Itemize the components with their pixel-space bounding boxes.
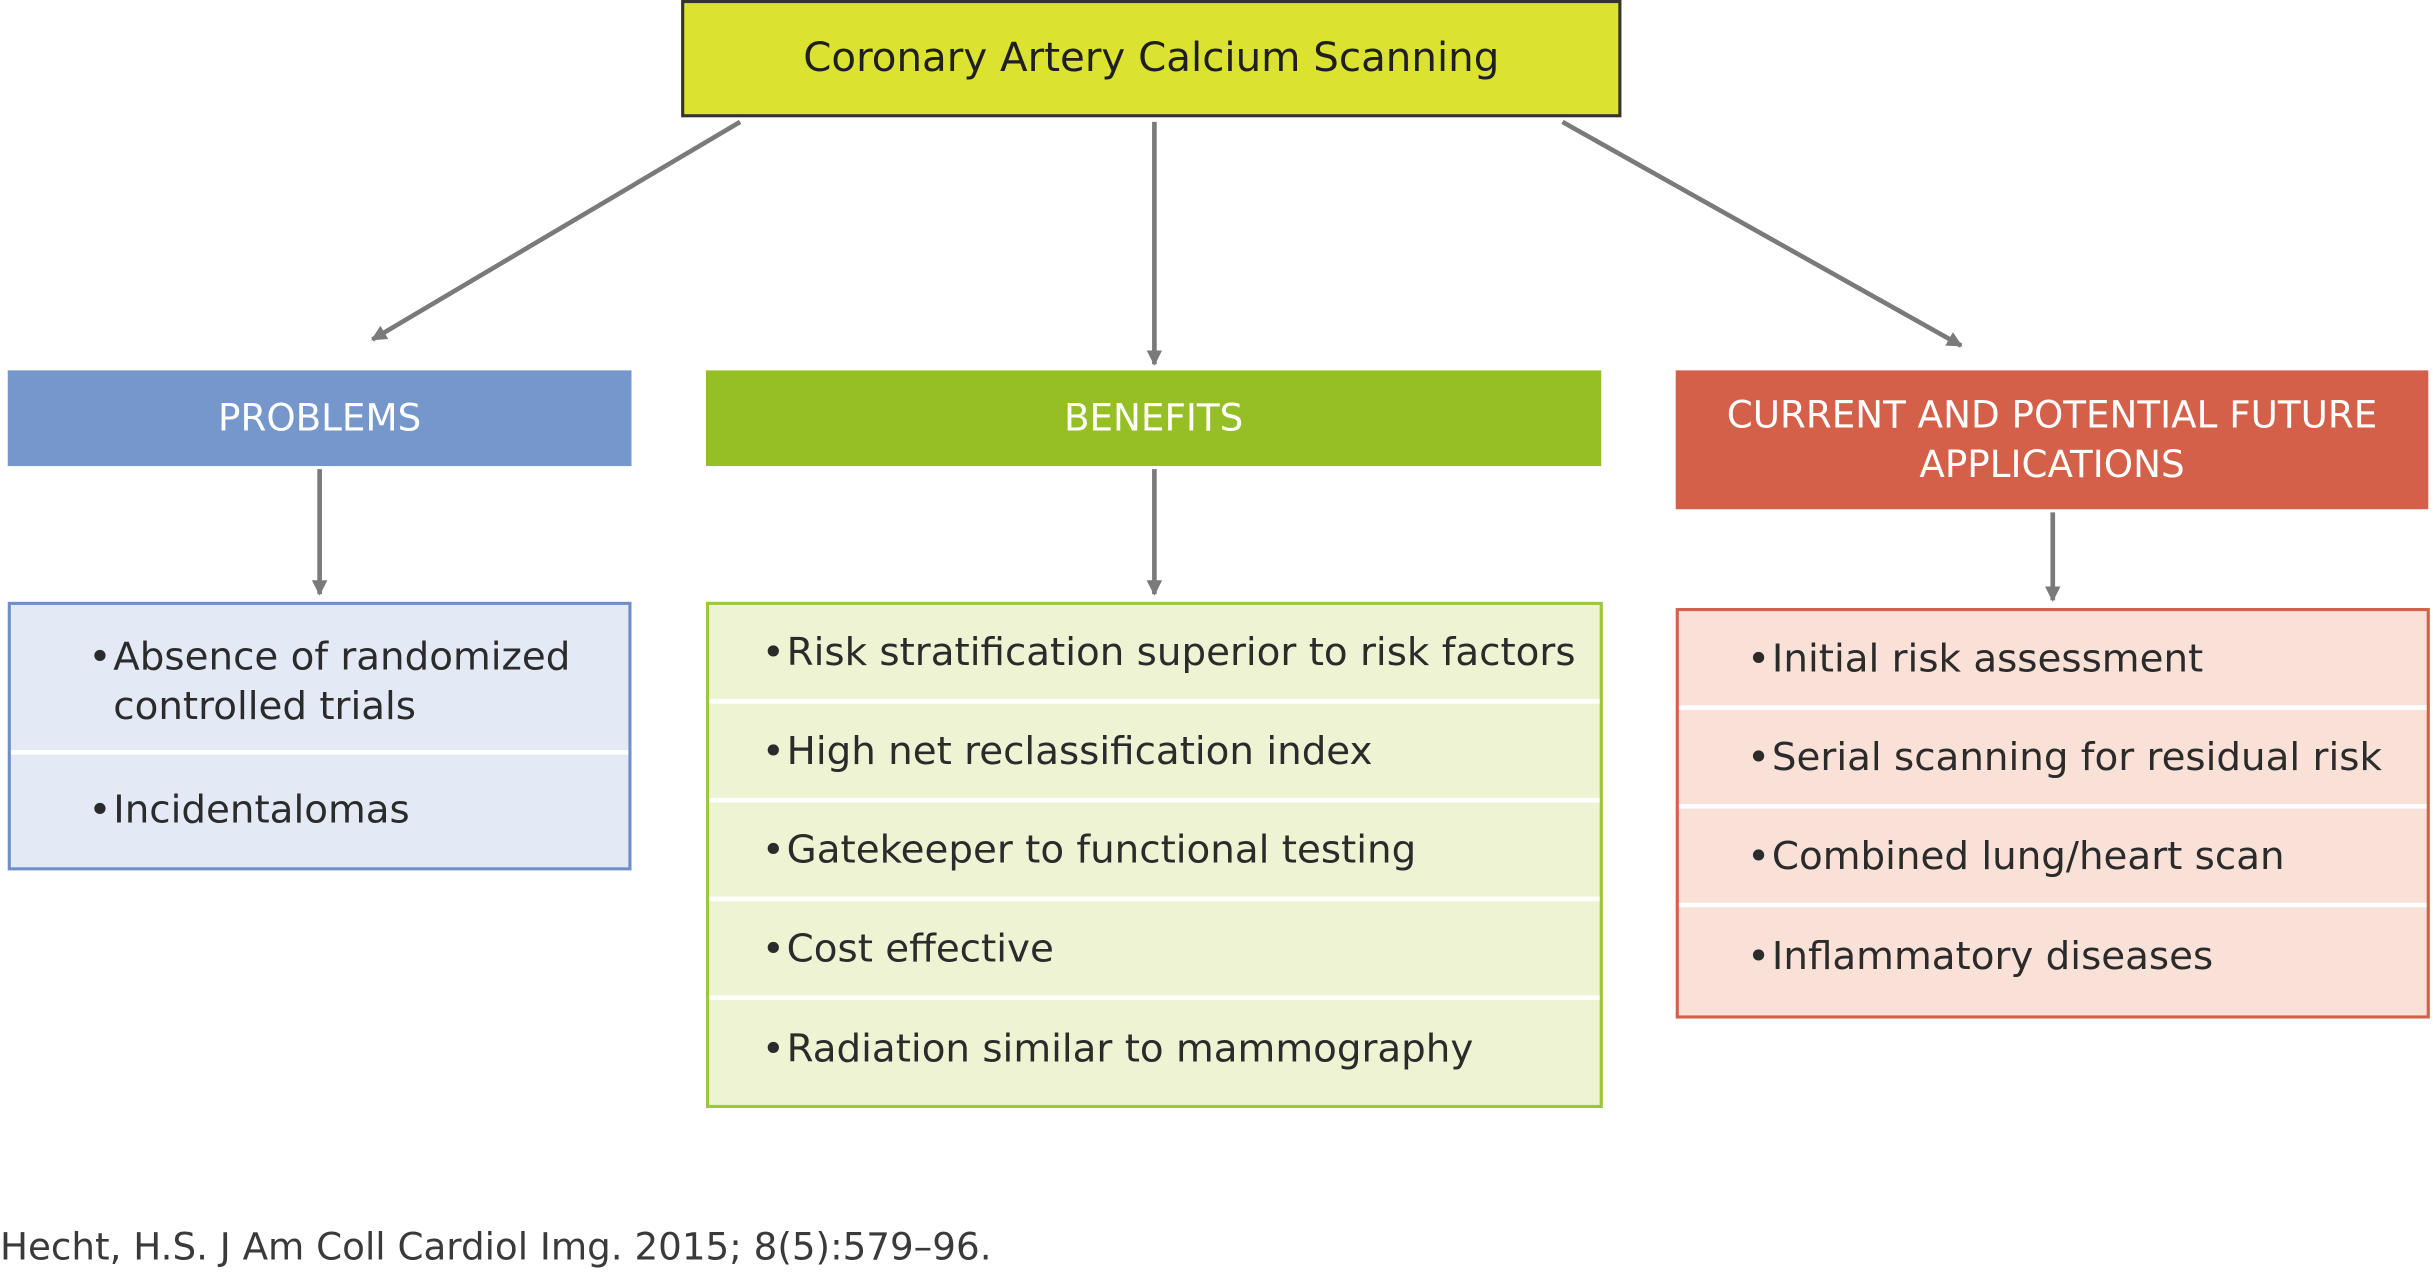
list-item: • Incidentalomas	[11, 755, 629, 866]
list-item-text: Combined lung/heart scan	[1771, 832, 2285, 878]
list-item: • Inflammatory diseases	[1679, 907, 2427, 1006]
list-item-text: Serial scanning for residual risk	[1771, 733, 2382, 779]
applications-header: CURRENT AND POTENTIAL FUTURE APPLICATION…	[1675, 370, 2429, 510]
list-item-text: Initial risk assessment	[1771, 635, 2204, 680]
list-item: • Serial scanning for residual risk	[1678, 710, 2427, 809]
bullet: •	[761, 727, 785, 773]
list-item: • Initial risk assessment	[1678, 611, 2427, 710]
list-item: • Combined lung/heart scan	[1678, 809, 2427, 908]
list-item: • Absence of randomized controlled trial…	[10, 605, 629, 755]
bullet: •	[761, 628, 785, 674]
list-item-text: Incidentalomas	[113, 787, 410, 832]
list-item-text: Absence of randomized controlled trials	[113, 634, 571, 729]
list-item: • Risk stratification superior to risk f…	[709, 605, 1600, 704]
bullet: •	[88, 787, 112, 832]
bullet: •	[1747, 933, 1770, 979]
benefits-header: BENEFITS	[705, 370, 1602, 467]
diagram-title: Coronary Artery Calcium Scanning	[681, 0, 1622, 118]
benefits-list: • Risk stratification superior to risk f…	[705, 601, 1603, 1109]
list-item-text: Inflammatory diseases	[1771, 933, 2214, 979]
list-item-text: High net reclassification index	[786, 727, 1373, 773]
arrow-title-to-applications	[1561, 119, 1963, 348]
problems-list: • Absence of randomized controlled trial…	[7, 601, 632, 871]
problems-header: PROBLEMS	[7, 370, 632, 467]
bullet: •	[88, 634, 112, 680]
list-item: • High net reclassification index	[709, 704, 1600, 803]
bullet: •	[761, 925, 785, 970]
arrow-title-to-problems	[371, 119, 742, 342]
bullet: •	[761, 826, 785, 872]
list-item-text: Cost effective	[786, 925, 1054, 970]
list-item: • Radiation similar to mammography	[709, 1000, 1600, 1099]
bullet: •	[1747, 733, 1770, 779]
list-item: • Cost effective	[709, 901, 1600, 1000]
bullet: •	[761, 1026, 785, 1071]
list-item: • Gatekeeper to functional testing	[709, 802, 1600, 902]
list-item-text: Risk stratification superior to risk fac…	[786, 628, 1576, 674]
bullet: •	[1747, 832, 1770, 878]
list-item-text: Gatekeeper to functional testing	[786, 826, 1417, 872]
list-item-text: Radiation similar to mammography	[786, 1026, 1474, 1071]
citation: Hecht, H.S. J Am Coll Cardiol Img. 2015;…	[0, 1225, 992, 1269]
bullet: •	[1747, 635, 1770, 680]
applications-list: • Initial risk assessment • Serial scann…	[1675, 608, 2430, 1019]
